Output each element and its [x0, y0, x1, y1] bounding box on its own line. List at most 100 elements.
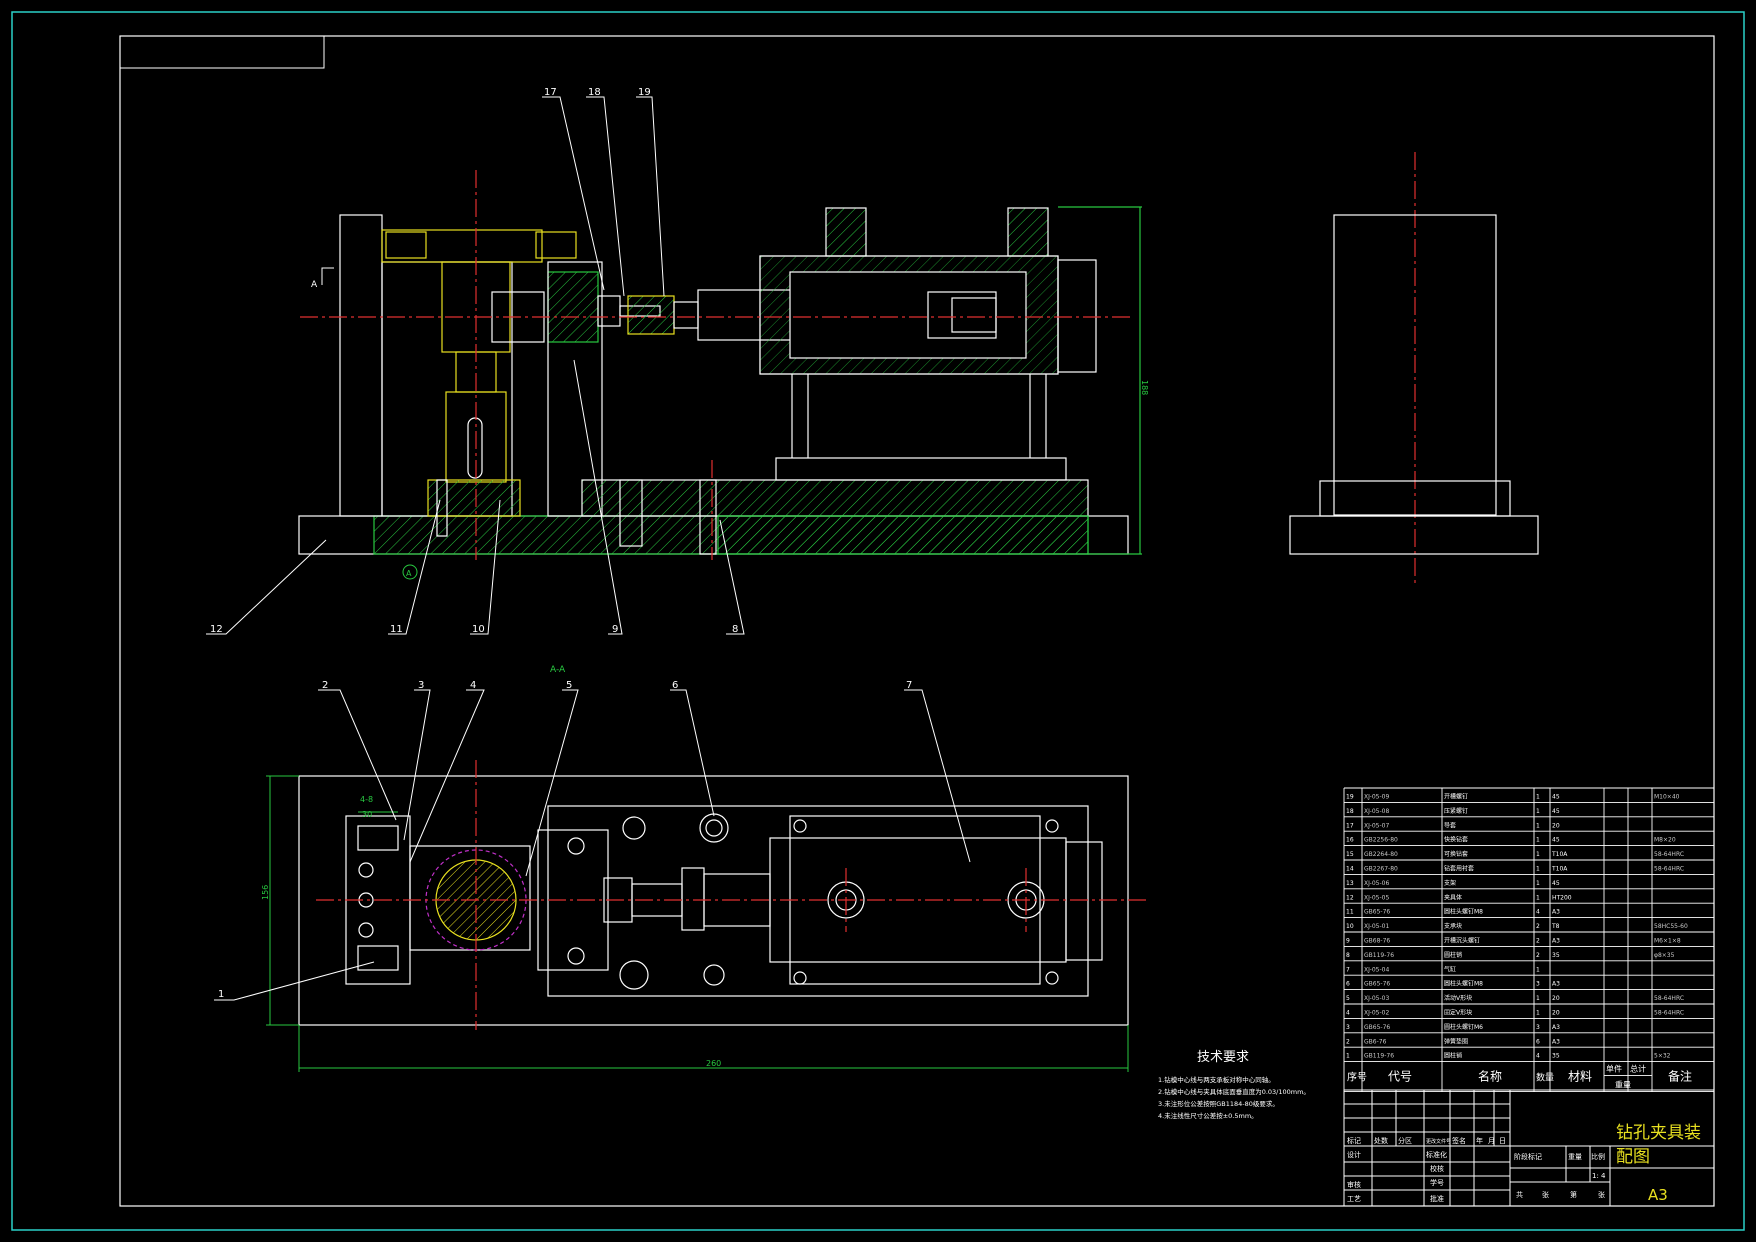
bom-cell-qty: 1	[1536, 995, 1540, 1002]
leader-9: 9	[612, 624, 618, 635]
bom-cell-code: XJ-05-04	[1364, 966, 1389, 973]
bom-cell-qty: 1	[1536, 851, 1540, 858]
bom-header-code: 代号	[1388, 1070, 1412, 1084]
bom-cell-code: XJ-05-08	[1364, 808, 1389, 815]
bom-cell-qty: 1	[1536, 866, 1540, 873]
plan-dimensions	[266, 775, 1129, 1072]
tb-mark-7: 月	[1488, 1137, 1495, 1145]
bom-cell-note: M10×40	[1654, 794, 1680, 801]
bom-cell-note: 58-64HRC	[1654, 851, 1684, 858]
bom-cell-mat: 45	[1552, 880, 1560, 887]
bom-cell-name: 固定V形块	[1444, 1009, 1472, 1017]
bom-cell-note: M8×20	[1654, 837, 1676, 844]
tb-sheet-4: 张	[1598, 1190, 1605, 1199]
bom-cell-name: 圆柱头螺钉M6	[1444, 1023, 1483, 1031]
datum-symbol-label: A	[406, 569, 412, 578]
tech-req-lines: 1.钻模中心线与两支承板对称中心同轴。 2.钻模中心线与夹具体底面垂直度为0.0…	[1158, 1075, 1310, 1120]
tb-proof: 校核	[1430, 1164, 1444, 1173]
bom-cell-mat: 45	[1552, 837, 1560, 844]
datum-symbol	[402, 564, 418, 580]
tech-req-line: 3.未注形位公差按照GB1184-80级要求。	[1158, 1099, 1279, 1108]
bom-cell-code: XJ-05-01	[1364, 923, 1389, 930]
leader-numbers: 17 18 19 12 11 10 9 8 2 3 4 5 6 7 1	[210, 87, 912, 1000]
drawing-title-line2: 配图	[1616, 1147, 1650, 1167]
tb-mark-4: 更改文件号	[1426, 1138, 1451, 1145]
bom-cell-name: 导套	[1444, 821, 1456, 829]
bom-cell-no: 18	[1346, 808, 1354, 815]
bom-cell-no: 13	[1346, 880, 1354, 887]
bom-cell-mat: A3	[1552, 981, 1560, 988]
bom-cell-code: GB6-76	[1364, 1038, 1387, 1045]
leader-19: 19	[638, 87, 651, 98]
bom-header-wt: 重量	[1615, 1080, 1631, 1090]
bom-cell-code: GB2256-80	[1364, 837, 1398, 844]
bom-cell-mat: 20	[1552, 822, 1560, 829]
bom-cell-name: 夹具体	[1444, 893, 1462, 901]
bom-cell-no: 14	[1346, 866, 1354, 873]
leader-7: 7	[906, 680, 912, 691]
bom-cell-mat: 45	[1552, 808, 1560, 815]
tb-std: 标准化	[1426, 1150, 1447, 1159]
bom-cell-no: 15	[1346, 851, 1354, 858]
title-block-text: 标记 处数 分区 更改文件号 签名 年 月 日 设计 标准化 校核 审核 学号 …	[1347, 1136, 1606, 1203]
bom-cell-mat: T10A	[1551, 866, 1568, 873]
section-view-label: A-A	[550, 665, 566, 675]
tb-process: 工艺	[1347, 1195, 1361, 1203]
bom-cell-mat: A3	[1552, 1024, 1560, 1031]
bom-cell-mat: 20	[1552, 1010, 1560, 1017]
bom-cell-code: GB2267-80	[1364, 866, 1398, 873]
bom-cell-no: 10	[1346, 923, 1354, 930]
outer-border	[11, 11, 1745, 1231]
bom-cell-code: GB65-76	[1364, 909, 1390, 916]
leader-12: 12	[210, 624, 223, 635]
bom-cell-code: GB119-76	[1364, 1053, 1394, 1060]
centerlines-front	[300, 152, 1416, 585]
tb-weight: 重量	[1568, 1153, 1582, 1161]
bom-cell-qty: 3	[1536, 1024, 1540, 1031]
bom-cell-code: XJ-05-07	[1364, 822, 1389, 829]
corner-label-box	[119, 35, 325, 69]
bom-header-note: 备注	[1668, 1069, 1692, 1084]
section-marker-label: A	[311, 280, 318, 290]
tb-scale: 1: 4	[1592, 1172, 1606, 1180]
leader-11: 11	[390, 624, 403, 635]
bom-cell-code: GB65-76	[1364, 1024, 1390, 1031]
bom-header-name: 名称	[1478, 1069, 1502, 1084]
bom-cell-qty: 3	[1536, 981, 1540, 988]
bom-cell-code: XJ-05-05	[1364, 894, 1389, 901]
leader-17: 17	[544, 87, 557, 98]
section-marker	[321, 267, 334, 285]
bom-cell-note: 58-64HRC	[1654, 1010, 1684, 1017]
bom-cell-name: 开槽螺钉	[1444, 793, 1468, 801]
bom-cell-qty: 4	[1536, 1053, 1540, 1060]
bom-cell-name: 弹簧垫圈	[1444, 1037, 1468, 1045]
bom-cell-mat: A3	[1552, 909, 1560, 916]
bom-cell-qty: 1	[1536, 966, 1540, 973]
bom-cell-code: GB2264-80	[1364, 851, 1398, 858]
bom-cell-name: 开槽沉头螺钉	[1444, 937, 1480, 945]
bom-cell-no: 2	[1346, 1038, 1350, 1045]
bom-cell-name: 可换钻套	[1444, 850, 1468, 858]
bom-cell-qty: 1	[1536, 794, 1540, 801]
bom-cell-qty: 2	[1536, 938, 1540, 945]
leader-3: 3	[418, 680, 424, 691]
bom-cell-no: 7	[1346, 966, 1350, 973]
inner-border	[119, 35, 1715, 1207]
bom-cell-qty: 1	[1536, 880, 1540, 887]
front-section-view	[298, 206, 1142, 555]
bom-cell-note: φ8×35	[1654, 952, 1675, 959]
bom-cell-qty: 1	[1536, 837, 1540, 844]
bom-cell-no: 17	[1346, 822, 1354, 829]
bom-cell-code: XJ-05-03	[1364, 995, 1389, 1002]
bom-cell-name: 压紧螺钉	[1444, 807, 1468, 815]
tb-sheet-2: 张	[1542, 1190, 1549, 1199]
leader-6: 6	[672, 680, 678, 691]
bom-cell-no: 4	[1346, 1010, 1350, 1017]
bom-cell-code: XJ-05-09	[1364, 794, 1389, 801]
leader-8: 8	[732, 624, 738, 635]
dim-small-label: 4-8	[360, 795, 373, 804]
tb-sheet-3: 第	[1570, 1190, 1577, 1199]
tb-mark-3: 分区	[1398, 1136, 1412, 1145]
bom-cell-name: 支架	[1444, 879, 1456, 887]
bom-cell-no: 6	[1346, 981, 1350, 988]
